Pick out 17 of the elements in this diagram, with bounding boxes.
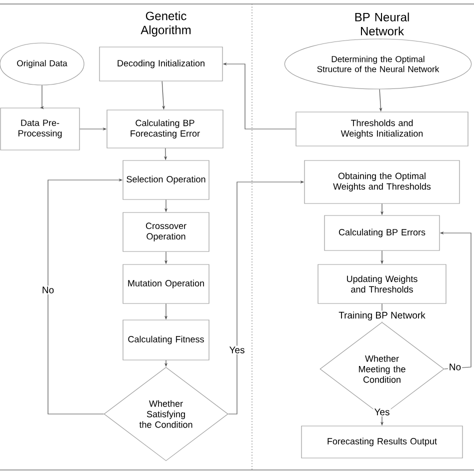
edge-label: Yes [228, 346, 246, 354]
edge-label: No [40, 286, 56, 294]
edge-label: No [448, 362, 462, 372]
process-box: Calculating BP Forecasting Error [106, 110, 224, 148]
process-box: Selection Operation [122, 160, 210, 200]
process-box: Forecasting Results Output [301, 426, 463, 458]
edge-label: Yes [373, 408, 391, 416]
process-box: Decoding Initialization [99, 46, 223, 82]
process-box: Obtaining the Optimal Weights and Thresholds [304, 160, 460, 204]
process-box: Calculating BP Errors [324, 215, 440, 251]
process-box: Data Pre-Processing [0, 108, 80, 150]
process-box: Crossover Operation [122, 212, 210, 252]
process-box: Updating Weights and Thresholds [318, 264, 446, 304]
process-box: Thresholds and Weights Initialization [296, 112, 468, 146]
process-box: Mutation Operation [122, 264, 210, 304]
edge-label: Training BP Network [338, 310, 426, 322]
process-box: Calculating Fitness [122, 320, 210, 360]
